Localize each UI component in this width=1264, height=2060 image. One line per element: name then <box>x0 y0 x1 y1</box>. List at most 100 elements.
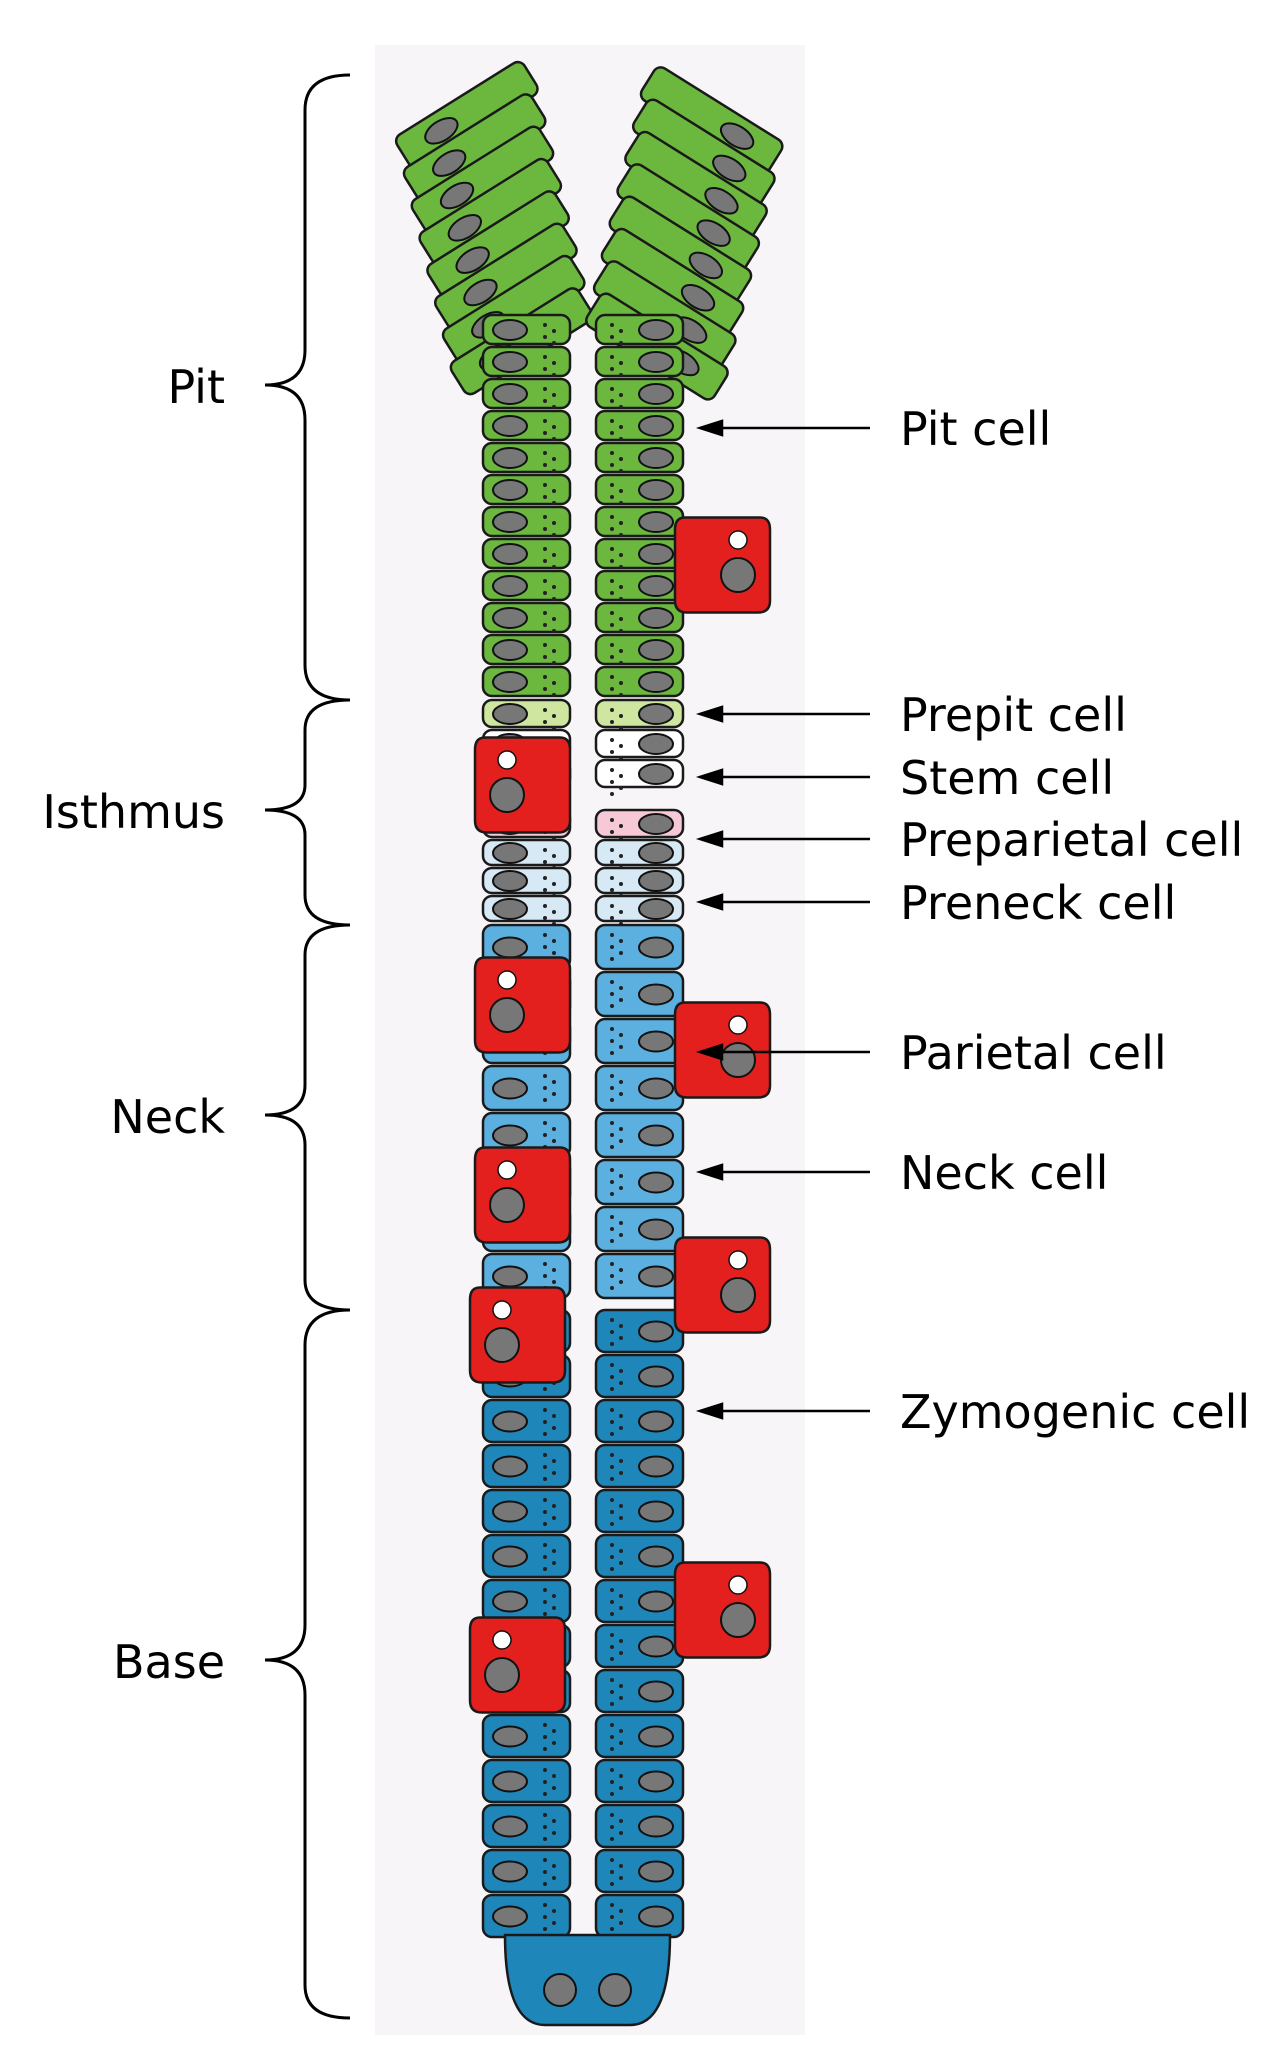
granule <box>610 515 614 519</box>
granule <box>610 848 614 852</box>
pit-cell-upper-left <box>402 93 547 202</box>
granule <box>619 1369 623 1373</box>
parietal-cell <box>673 1236 772 1334</box>
granule <box>610 1145 614 1149</box>
granule <box>543 495 547 499</box>
pit-bracket <box>264 73 351 702</box>
granule <box>619 1414 623 1418</box>
granule <box>619 1864 623 1868</box>
granule <box>543 1274 547 1278</box>
granule <box>543 1133 547 1137</box>
pit-cell-nucleus <box>688 251 723 280</box>
granule <box>610 1133 614 1137</box>
granule <box>610 1074 614 1078</box>
parietal-vacuole <box>492 1300 512 1320</box>
granule <box>552 489 556 493</box>
parietal-cell <box>473 1146 572 1244</box>
granule <box>610 792 614 796</box>
granule <box>543 1870 547 1874</box>
granule <box>610 818 614 822</box>
gland-cell-nucleus <box>492 842 528 864</box>
granule <box>552 1092 556 1096</box>
pit-cell-nucleus <box>424 117 459 145</box>
parietal-nucleus <box>484 1327 520 1363</box>
granule <box>543 1813 547 1817</box>
granule <box>610 1555 614 1559</box>
parietal-cell <box>473 736 572 834</box>
granule <box>543 1432 547 1436</box>
granule <box>610 687 614 691</box>
granule <box>610 1215 614 1219</box>
granule <box>610 1600 614 1604</box>
granule <box>619 1639 623 1643</box>
parietal-nucleus <box>720 1277 756 1313</box>
granule <box>619 854 623 858</box>
zone-brackets <box>264 73 351 2020</box>
granule <box>619 1459 623 1463</box>
granule <box>619 1221 623 1225</box>
granule <box>610 992 614 996</box>
label-parietal-cell: Parietal cell <box>900 1026 1167 1080</box>
granule <box>543 888 547 892</box>
gland-cell-nucleus <box>638 898 674 920</box>
granule <box>552 661 556 665</box>
granule <box>610 1318 614 1322</box>
granule <box>552 629 556 633</box>
gland-cell-nucleus <box>638 1860 674 1883</box>
granule <box>619 1504 623 1508</box>
granule <box>619 1174 623 1178</box>
granule <box>610 1121 614 1125</box>
granule <box>552 882 556 886</box>
granule <box>619 565 623 569</box>
granule <box>610 1702 614 1706</box>
granule <box>610 1690 614 1694</box>
granule <box>543 1780 547 1784</box>
granule <box>610 643 614 647</box>
parietal-vacuole <box>728 530 748 550</box>
granule <box>619 1080 623 1084</box>
granule <box>552 1741 556 1745</box>
granule <box>619 329 623 333</box>
granule <box>552 1080 556 1084</box>
granule <box>543 355 547 359</box>
granule <box>619 786 623 790</box>
granule <box>610 1633 614 1637</box>
granule <box>610 1192 614 1196</box>
gland-cell-nucleus <box>638 1218 674 1241</box>
granule <box>552 341 556 345</box>
granule <box>619 1336 623 1340</box>
gland-cell-nucleus <box>492 543 528 565</box>
granule <box>552 1471 556 1475</box>
granule <box>543 1612 547 1616</box>
granule <box>619 617 623 621</box>
granule <box>610 399 614 403</box>
granule <box>543 419 547 423</box>
granule <box>619 998 623 1002</box>
granule <box>619 597 623 601</box>
granule <box>619 1876 623 1880</box>
pit-cell-nucleus <box>680 284 716 312</box>
granule <box>610 708 614 712</box>
granule <box>619 986 623 990</box>
granule <box>619 1268 623 1272</box>
gland-cell-nucleus <box>638 1410 674 1433</box>
pit-cell-nucleus <box>447 214 482 242</box>
gland-cell-nucleus <box>638 763 674 785</box>
granule <box>610 1792 614 1796</box>
granule <box>610 1375 614 1379</box>
granule <box>619 1139 623 1143</box>
granule <box>610 1612 614 1616</box>
granule <box>610 830 614 834</box>
granule <box>610 431 614 435</box>
granule <box>619 939 623 943</box>
granule <box>552 1864 556 1868</box>
granule <box>543 1735 547 1739</box>
zone-label-base: Base <box>113 1635 225 1689</box>
granule <box>610 860 614 864</box>
granule <box>619 1561 623 1565</box>
gland-cell-nucleus <box>492 319 528 341</box>
granule <box>610 1498 614 1502</box>
granule <box>543 1723 547 1727</box>
granule <box>610 1286 614 1290</box>
granule <box>610 1870 614 1874</box>
